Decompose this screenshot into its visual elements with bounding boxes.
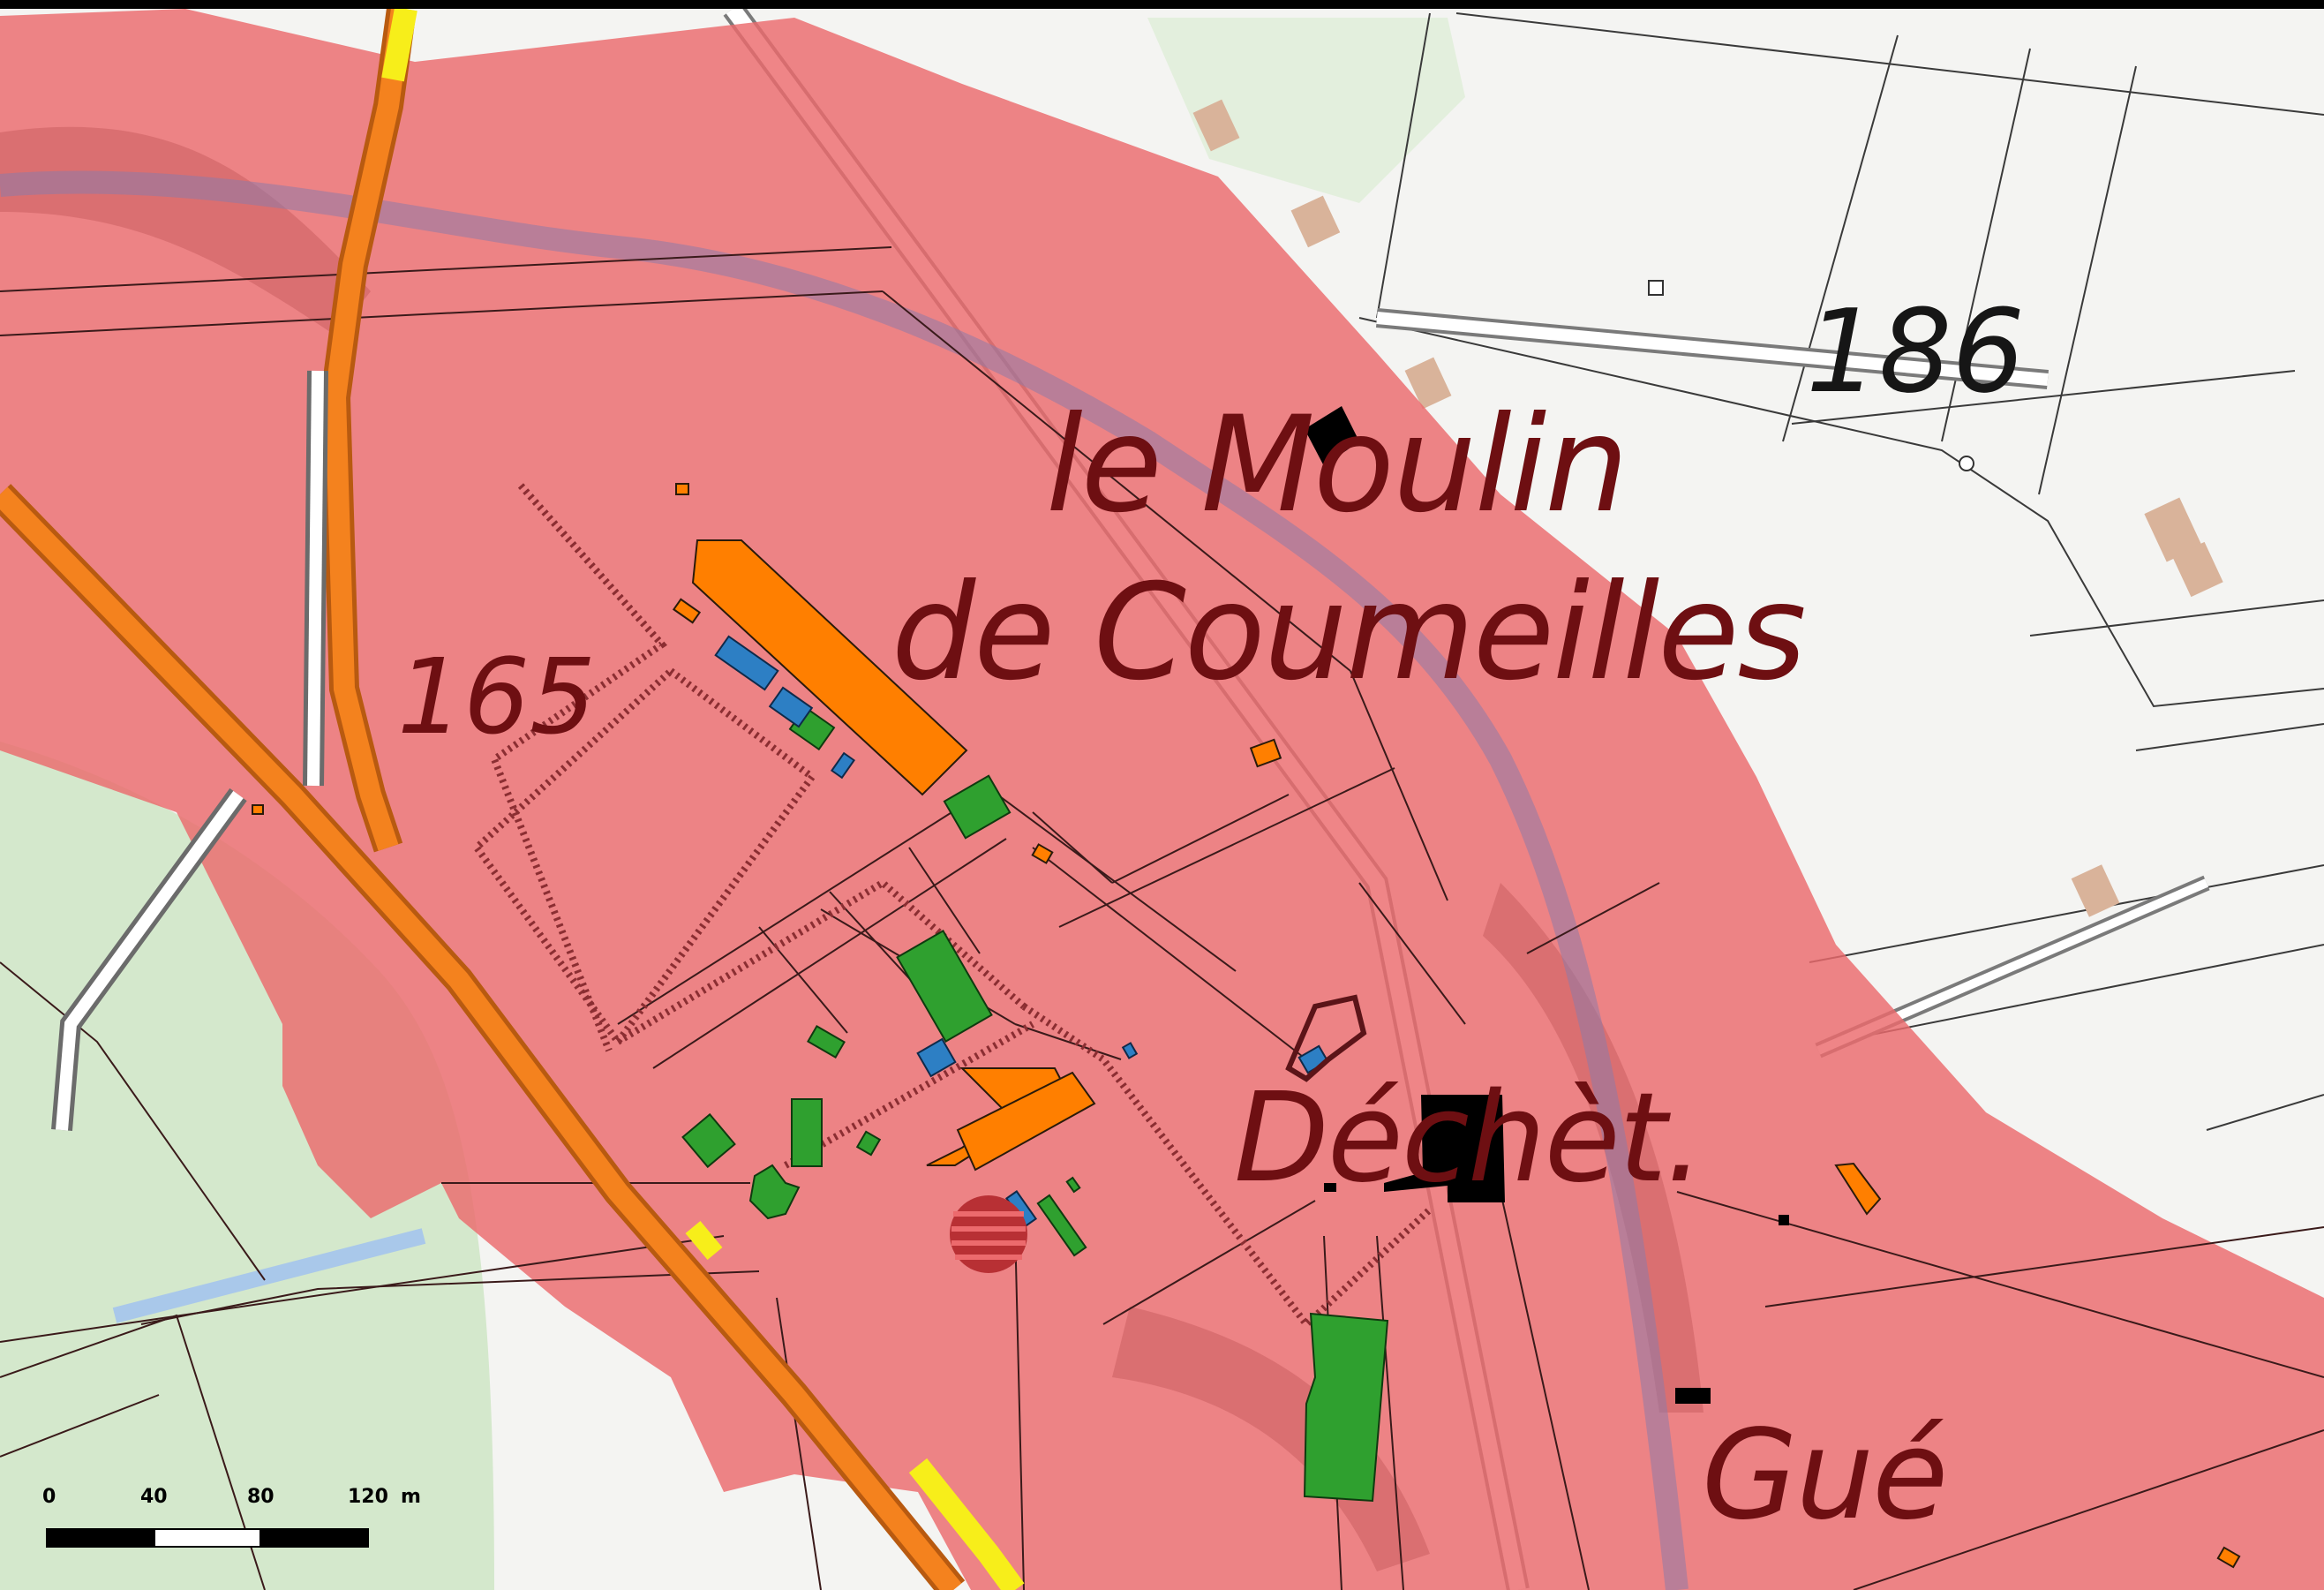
road-yellow-mid xyxy=(685,1220,723,1261)
small-house-markers xyxy=(1648,280,1974,471)
dotted-plot-outlines xyxy=(471,483,1433,1330)
place-label-gue: Gué xyxy=(1702,1404,1948,1548)
scale-segment-1 xyxy=(46,1528,154,1548)
cadastral-parcels-east xyxy=(1358,12,2324,1131)
side-road-west xyxy=(51,787,247,1131)
scale-tick-120: 120 xyxy=(348,1486,388,1508)
round-tank xyxy=(950,1195,1027,1273)
elevation-label-165: 165 xyxy=(397,636,597,757)
elevation-label-186: 186 xyxy=(1806,284,2026,418)
flood-risk-zone xyxy=(0,9,2324,1590)
scale-tick-0: 0 xyxy=(42,1486,56,1508)
scale-unit: m xyxy=(401,1486,421,1508)
residential-houses xyxy=(1192,99,2223,917)
road-yellow-north xyxy=(381,6,417,82)
main-road-west xyxy=(0,484,966,1590)
top-border xyxy=(0,0,2324,9)
forest-area-north xyxy=(1147,18,1465,203)
scale-tick-40: 40 xyxy=(140,1486,168,1508)
cadastral-parcels-core xyxy=(0,246,2324,1590)
main-road-north xyxy=(320,6,417,853)
buildings-orange xyxy=(252,483,2241,1569)
buildings-blue xyxy=(714,635,1329,1227)
scale-segment-3 xyxy=(261,1528,369,1548)
reservoir-outline xyxy=(1285,994,1367,1082)
place-label-moulin-line1: le Moulin xyxy=(1046,388,1628,542)
place-label-moulin-line2: de Coumeilles xyxy=(891,556,1807,710)
scale-tick-80: 80 xyxy=(247,1486,275,1508)
river xyxy=(0,170,1688,1590)
place-label-dechet: Déchèt. xyxy=(1234,1066,1704,1210)
scale-bar: 0 40 80 120 m xyxy=(42,1486,421,1548)
road-yellow-south xyxy=(908,1458,1025,1590)
slip-road xyxy=(303,370,328,787)
scale-segment-2 xyxy=(154,1528,261,1548)
stream-west xyxy=(112,1228,426,1323)
buildings-black xyxy=(1305,406,1789,1404)
